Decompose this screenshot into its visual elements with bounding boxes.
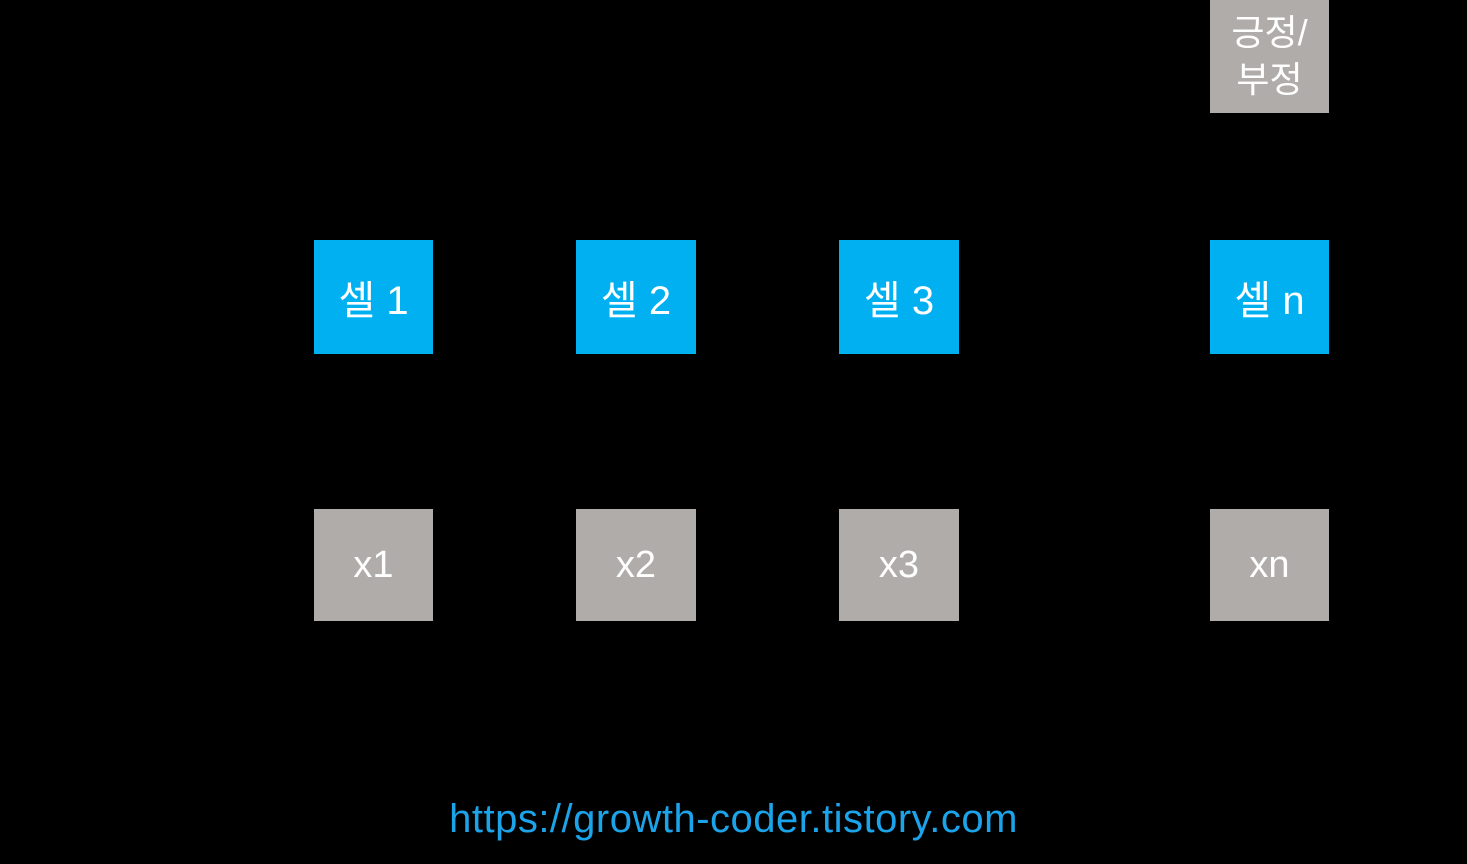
input-label-xn: xn xyxy=(1249,543,1290,586)
input-box-xn: xn xyxy=(1210,509,1329,621)
input-label-x1: x1 xyxy=(353,543,394,586)
input-label-x2: x2 xyxy=(615,543,657,586)
cell-box-2: 셀 2 xyxy=(576,240,696,354)
cell-box-n: 셀 n xyxy=(1210,240,1329,354)
cell-box-1: 셀 1 xyxy=(314,240,433,354)
input-box-x1: x1 xyxy=(314,509,433,621)
output-label-line2: 부정 xyxy=(1236,58,1303,100)
input-label-x3: x3 xyxy=(878,543,920,586)
cell-label-2: 셀 2 xyxy=(600,279,672,323)
cell-box-3: 셀 3 xyxy=(839,240,959,354)
output-box: 긍정/ 부정 xyxy=(1210,0,1329,113)
cell-label-1: 셀 1 xyxy=(338,279,409,323)
cell-label-n: 셀 n xyxy=(1234,279,1305,323)
input-box-x3: x3 xyxy=(839,509,959,621)
watermark-url: https://growth-coder.tistory.com xyxy=(449,797,1018,841)
input-box-x2: x2 xyxy=(576,509,696,621)
cell-label-3: 셀 3 xyxy=(863,279,935,323)
output-label-line1: 긍정/ xyxy=(1231,11,1308,53)
